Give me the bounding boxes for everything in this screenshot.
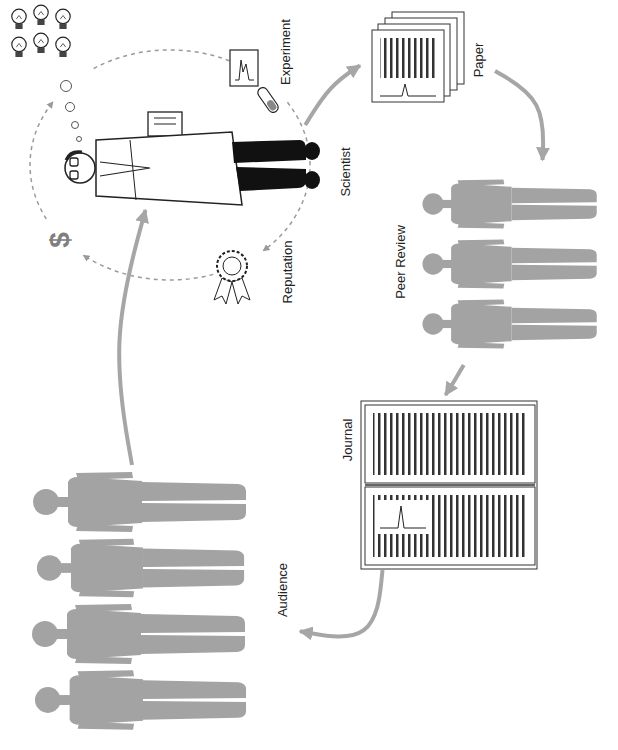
dashed-cycle bbox=[30, 102, 53, 219]
stage-label: Audience bbox=[275, 561, 290, 619]
peer-reviewers bbox=[422, 299, 596, 348]
label-anchor: Experiment bbox=[0, 0, 70, 15]
journal-book bbox=[361, 401, 537, 569]
thought-bubbles bbox=[66, 103, 75, 112]
idea-bulbs bbox=[34, 33, 48, 53]
stage-caption: Reputation bbox=[280, 239, 295, 306]
stage-region: Scientist bbox=[55, 125, 357, 210]
stage-region: Journal bbox=[330, 395, 540, 570]
stage-label: Scientist bbox=[338, 145, 353, 198]
scientist-figure bbox=[154, 118, 176, 119]
scientist-figure bbox=[236, 167, 306, 191]
reputation-rosette bbox=[223, 257, 241, 275]
thought-bubbles bbox=[61, 81, 72, 92]
flow-arrow bbox=[300, 570, 383, 637]
idea-bulbs bbox=[12, 9, 26, 29]
stage-region: Audience bbox=[20, 465, 300, 742]
idea-bulbs bbox=[56, 37, 70, 57]
journal-book bbox=[380, 506, 426, 528]
idea-bulbs bbox=[56, 9, 70, 29]
audience-figures bbox=[32, 472, 246, 730]
peer-reviewers bbox=[422, 179, 596, 348]
scientist-figure bbox=[154, 124, 176, 125]
experiment-icons bbox=[256, 86, 280, 115]
experiment-icons bbox=[235, 60, 254, 80]
journal-book bbox=[376, 500, 430, 534]
scientist-figure bbox=[65, 112, 320, 205]
reputation-rosette bbox=[232, 278, 250, 304]
stage-region: Paper bbox=[360, 5, 495, 115]
audience-figures bbox=[37, 539, 244, 597]
flow-arrow bbox=[119, 210, 145, 465]
scientist-figure bbox=[148, 112, 182, 136]
paper-stack bbox=[372, 30, 444, 102]
thought-bubbles bbox=[61, 81, 82, 142]
experiment-icons bbox=[230, 50, 280, 114]
scientist-figure bbox=[304, 171, 320, 189]
audience-figures bbox=[32, 604, 245, 664]
scientist-figure bbox=[100, 162, 150, 176]
scientist-figure bbox=[130, 140, 136, 200]
scientist-figure bbox=[70, 171, 78, 179]
stage-label: Journal bbox=[340, 417, 355, 464]
label-anchor: $ bbox=[0, 0, 20, 32]
experiment-icons bbox=[230, 50, 258, 86]
journal-book bbox=[365, 405, 535, 483]
flow-arrow bbox=[446, 365, 464, 395]
paper-stack bbox=[380, 84, 436, 96]
idea-bulbs bbox=[34, 5, 48, 25]
thought-bubbles bbox=[77, 137, 82, 142]
peer-reviewers bbox=[422, 239, 596, 288]
stage-region: Peer Review bbox=[385, 160, 610, 365]
reputation-rosette bbox=[217, 251, 247, 281]
flow-arrow bbox=[495, 71, 543, 160]
stage-caption: Experiment bbox=[278, 17, 293, 87]
flow-arrow bbox=[305, 66, 360, 126]
journal-book bbox=[373, 413, 527, 475]
reputation-rosette bbox=[214, 278, 232, 304]
stage-label: Peer Review bbox=[393, 223, 408, 301]
dashed-cycle bbox=[94, 50, 247, 69]
idea-bulbs bbox=[12, 37, 26, 57]
experiment-icons bbox=[256, 86, 280, 115]
money-symbol: $ bbox=[44, 230, 76, 250]
stage-label: Paper bbox=[471, 41, 486, 80]
thought-bubbles bbox=[72, 122, 79, 129]
scientist-figure bbox=[304, 142, 320, 160]
audience-figures bbox=[33, 472, 246, 532]
scientist-figure bbox=[96, 132, 242, 205]
journal-book bbox=[365, 484, 535, 486]
journal-book bbox=[361, 401, 537, 569]
journal-book bbox=[373, 495, 527, 557]
label-anchor: Reputation bbox=[0, 0, 67, 15]
reputation-rosette bbox=[214, 251, 250, 304]
scientist-figure bbox=[70, 158, 78, 166]
dashed-cycle bbox=[84, 256, 214, 280]
scientist-figure bbox=[232, 140, 306, 163]
experiment-icons bbox=[266, 99, 278, 112]
dashed-cycle bbox=[30, 50, 310, 280]
journal-book bbox=[365, 487, 535, 565]
scientist-figure bbox=[65, 153, 95, 183]
paper-stack bbox=[380, 38, 436, 78]
paper-stack bbox=[372, 12, 464, 102]
peer-reviewers bbox=[422, 179, 596, 228]
audience-figures bbox=[35, 670, 246, 729]
idea-bulbs bbox=[12, 5, 70, 57]
